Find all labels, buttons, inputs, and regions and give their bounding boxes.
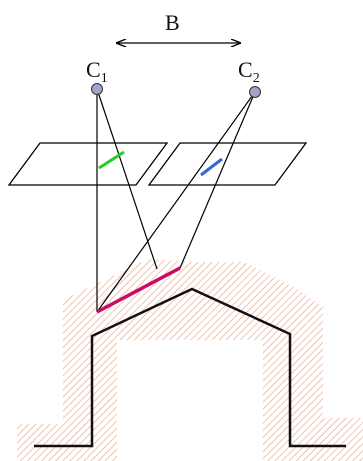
ray-c2-to-right-end (179, 91, 256, 269)
camera-2-center (249, 86, 261, 98)
projection-left-segment (98, 150, 125, 170)
surface-profile-line (34, 287, 346, 448)
object-cutout (117, 340, 263, 461)
camera-1-subscript: 1 (101, 71, 108, 86)
ray-c1-to-right-end (96, 88, 158, 270)
ray-c2-to-left-end (96, 91, 256, 313)
projection-right-segment (200, 157, 223, 177)
camera-1-letter: C (86, 57, 101, 82)
camera-2-label: C2 (238, 57, 260, 86)
image-plane-right (147, 142, 308, 186)
image-plane-left (7, 142, 169, 186)
camera-1-center (91, 83, 103, 95)
surface-segment (96, 266, 181, 314)
camera-2-subscript: 2 (253, 71, 260, 86)
camera-1-label: C1 (86, 57, 108, 86)
camera-2-letter: C (238, 57, 253, 82)
baseline-label: B (165, 10, 180, 35)
